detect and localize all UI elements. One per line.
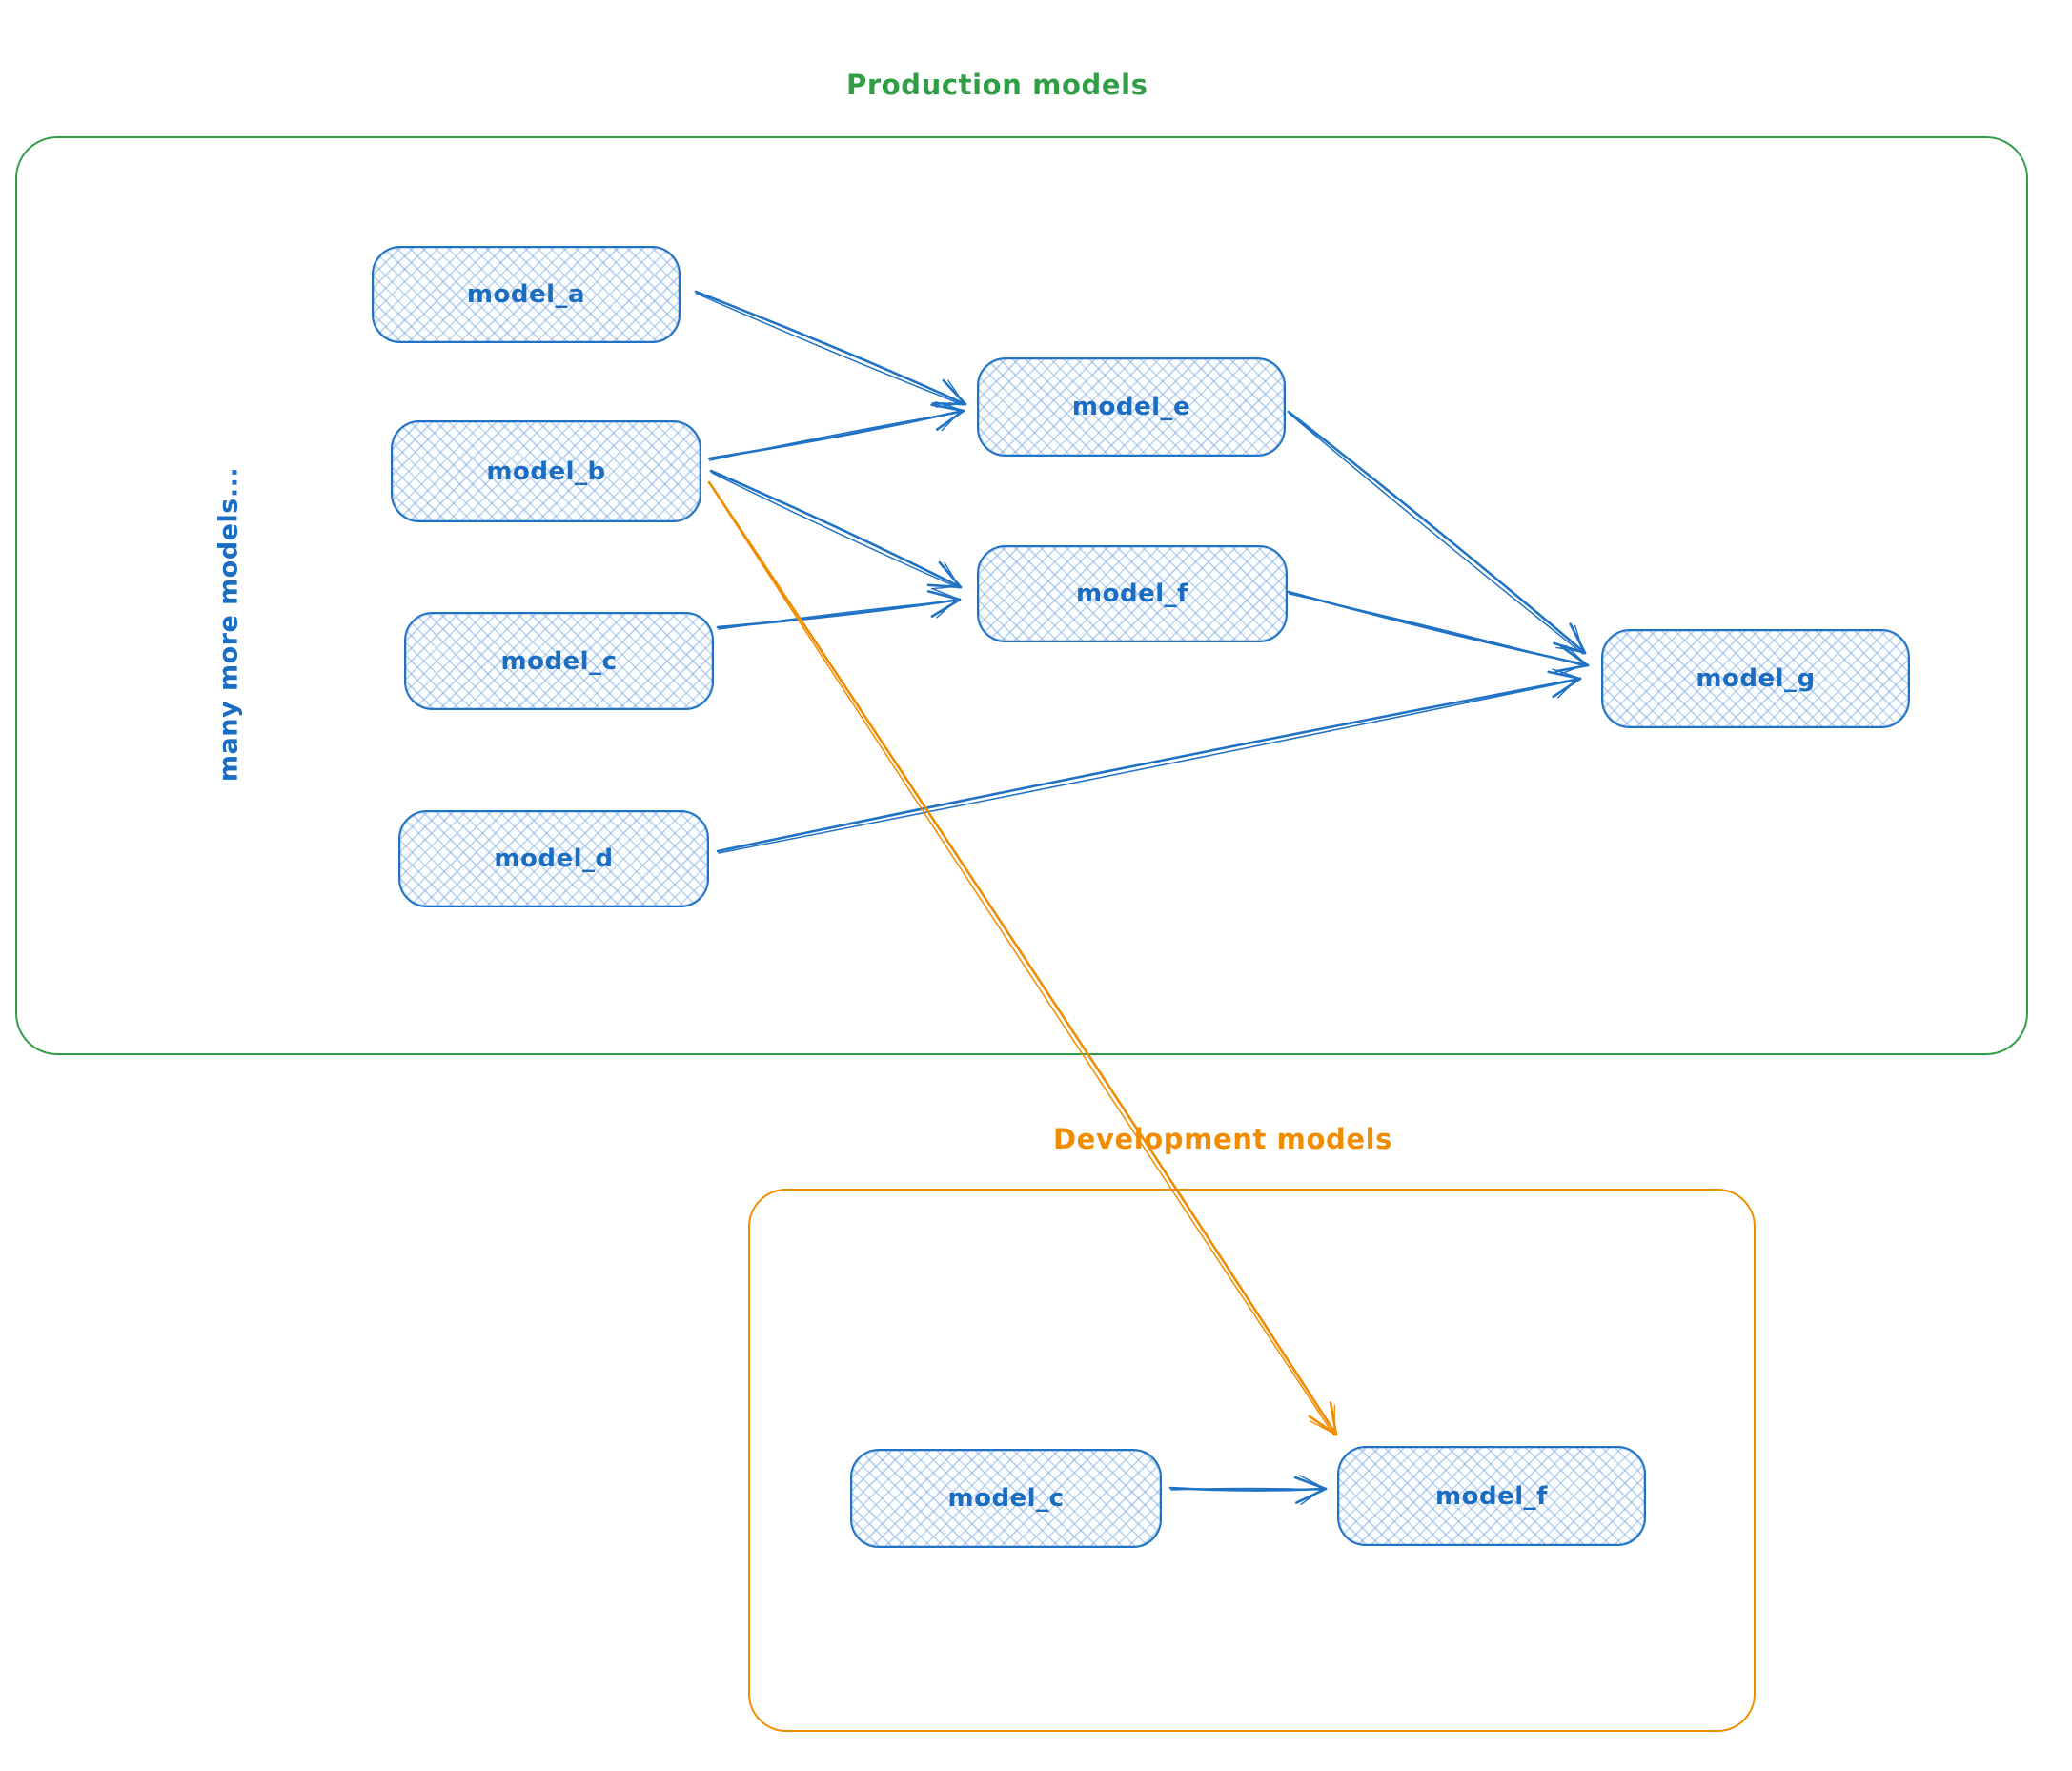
node-label: model_f (1435, 1481, 1548, 1511)
node-label: model_d (494, 845, 614, 873)
node-model_b: model_b (391, 420, 701, 522)
node-label: model_g (1696, 664, 1816, 693)
node-model_f: model_f (977, 545, 1288, 642)
node-model_e: model_e (977, 357, 1286, 457)
node-model_c: model_c (404, 612, 714, 710)
node-model_g: model_g (1601, 629, 1910, 728)
side-label-many-more-models: many more models... (213, 466, 244, 783)
node-label: model_c (947, 1484, 1065, 1513)
node-label: model_c (500, 646, 618, 676)
node-dev_model_c: model_c (850, 1449, 1162, 1548)
container-title-development: Development models (1053, 1123, 1392, 1155)
node-model_a: model_a (372, 246, 681, 343)
node-model_d: model_d (398, 810, 709, 907)
container-title-production: Production models (846, 69, 1148, 101)
node-label: model_a (466, 280, 586, 309)
node-label: model_b (486, 457, 606, 486)
node-label: model_f (1076, 580, 1188, 608)
node-label: model_e (1071, 393, 1191, 421)
node-dev_model_f: model_f (1337, 1446, 1646, 1546)
